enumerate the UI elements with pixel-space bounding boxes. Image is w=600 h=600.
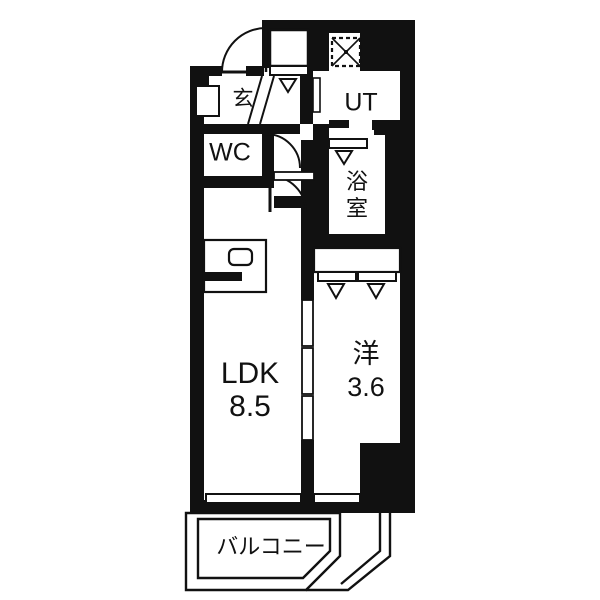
floor-wc (204, 134, 262, 176)
entry-closet-box (268, 28, 310, 68)
wall-ldk-bedroom-upper (301, 248, 314, 300)
partition-panel-3[interactable] (301, 395, 314, 441)
partition-panel-2[interactable] (301, 347, 314, 395)
entrance-step-line-2 (259, 75, 275, 125)
wall-ut-left-lower (313, 124, 329, 234)
wall-hall-right-lower (300, 140, 313, 200)
partition-panel-1[interactable] (301, 299, 314, 347)
entry-closet-open-arrow (278, 78, 298, 94)
wall-bath-right (385, 128, 400, 236)
balcony-area (184, 511, 392, 592)
label-bathroom-line1: 浴 (346, 169, 368, 194)
floor-hall (274, 134, 301, 196)
entry-closet-door-panel[interactable] (269, 65, 309, 76)
floor-bathroom (329, 146, 385, 234)
wall-ut-bath-sep-b (372, 120, 400, 130)
wall-wc-right (262, 134, 274, 188)
label-bathroom-line2: 室 (346, 196, 368, 221)
wall-ut-bath-sep-a (329, 120, 349, 128)
wall-ut-left-upper (313, 33, 329, 71)
wall-bath-top-left (313, 136, 327, 146)
balcony-outer-rail (340, 513, 382, 585)
bedroom-closet-arrow-right (366, 283, 386, 301)
bedroom-closet-arrow-left (326, 283, 346, 301)
bedroom-closet-door-left[interactable] (317, 271, 357, 282)
shoe-cabinet-icon (195, 85, 220, 117)
kitchen-sink-icon (227, 247, 254, 267)
label-western-room-name: 洋 (353, 339, 380, 369)
bathroom-door-panel[interactable] (328, 138, 368, 149)
wall-wc-top (204, 124, 300, 134)
wall-entry-stub (204, 66, 222, 76)
wall-wc-bottom (204, 176, 274, 188)
wall-exterior-left (190, 66, 204, 513)
entrance-detail-group (195, 27, 310, 125)
entrance-step-line (247, 75, 263, 125)
ldk-balcony-window[interactable] (205, 493, 302, 504)
wall-hall-right-upper (300, 66, 313, 124)
balcony-inner-rail (196, 517, 332, 580)
entrance-door-arc[interactable] (221, 27, 267, 73)
wall-exterior-right (400, 20, 415, 513)
wall-bath-bottom (313, 234, 400, 248)
bedroom-balcony-window[interactable] (313, 493, 361, 504)
floor-ut-lower (329, 71, 400, 120)
sill-left (190, 490, 206, 513)
shoe-cabinet-top-block (196, 76, 209, 85)
bathroom-door-open-arrow (334, 150, 354, 166)
bedroom-closet-box (312, 246, 402, 274)
wall-exterior-top-right (313, 20, 415, 33)
pillar-bedroom-southeast (360, 443, 415, 513)
bedroom-closet-group (312, 246, 402, 301)
doors-group (264, 133, 315, 213)
label-ldk-name: LDK (221, 357, 279, 390)
ut-right-wall-tick (374, 130, 398, 135)
ut-door-slot[interactable] (312, 77, 321, 113)
utility-detail-group (312, 36, 398, 135)
label-ldk-size: 8.5 (229, 390, 271, 423)
hall-door-header (273, 171, 315, 181)
label-balcony: バルコニー (216, 534, 326, 559)
windows-group (205, 493, 361, 504)
bathroom-door-group (328, 138, 368, 166)
wall-mass (190, 20, 415, 513)
label-entrance: 玄 (233, 88, 254, 111)
room-labels: LDK 8.5 洋 3.6 浴 室 UT WC 玄 バルコニー (209, 88, 385, 559)
washer-center-dot (344, 50, 348, 54)
wc-door-arc[interactable] (265, 133, 301, 169)
sliding-partition-group[interactable] (301, 299, 314, 441)
sill-center (300, 488, 314, 513)
kitchen-group (202, 238, 268, 294)
balcony-outer-edge (306, 513, 392, 592)
label-western-room-size: 3.6 (347, 372, 385, 402)
kitchen-stove-icon (204, 272, 242, 281)
label-toilet: WC (209, 139, 251, 167)
label-utility: UT (344, 89, 377, 117)
wall-ut-top-right (360, 33, 400, 71)
bedroom-closet-door-right[interactable] (357, 271, 397, 282)
